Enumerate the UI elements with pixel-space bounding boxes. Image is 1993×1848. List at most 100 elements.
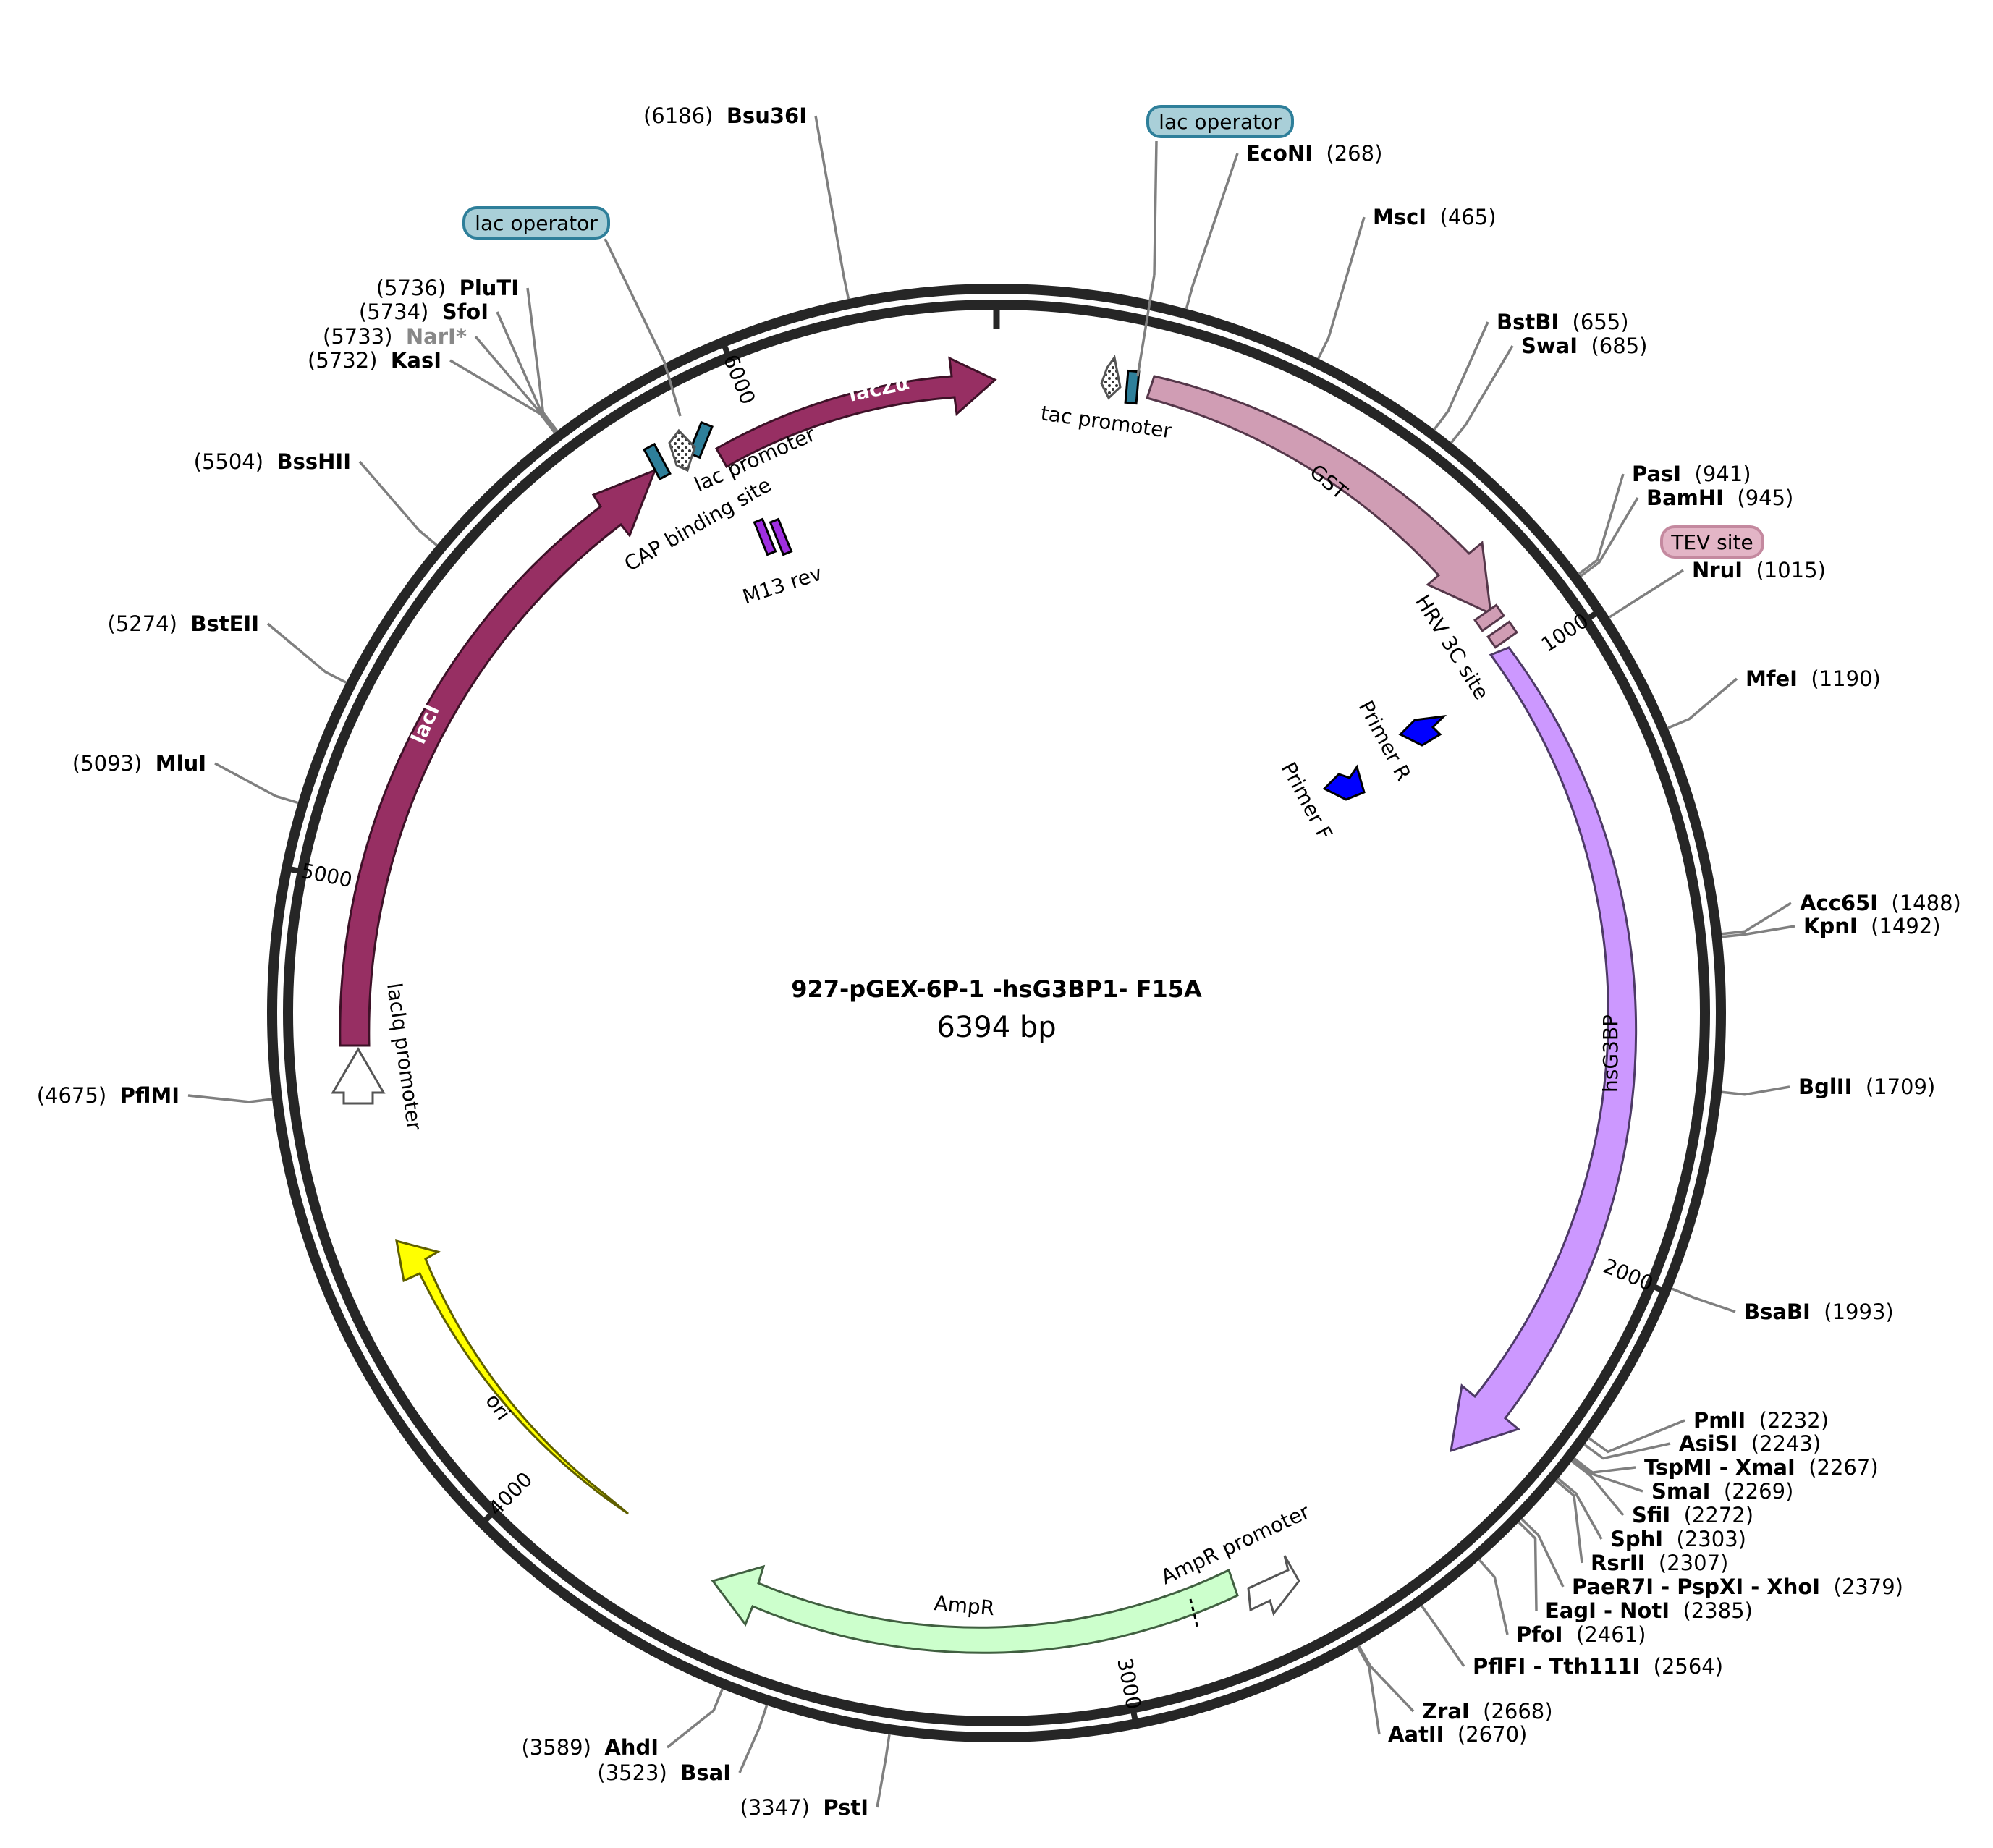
site-line-sphi xyxy=(1557,1478,1603,1540)
site-label-nari[interactable]: (5733) NarI* xyxy=(323,324,467,349)
tick-label: 5000 xyxy=(299,859,354,893)
site-label-econi[interactable]: EcoNI (268) xyxy=(1246,141,1382,166)
tick-label: 6000 xyxy=(719,351,760,407)
site-label-bsabi[interactable]: BsaBI (1993) xyxy=(1744,1300,1894,1324)
site-label-pmli[interactable]: PmlI (2232) xyxy=(1693,1408,1829,1433)
hsg3bp-arrow[interactable] xyxy=(1450,646,1638,1453)
site-name: Bsu36I xyxy=(727,103,807,128)
backbone xyxy=(267,284,1726,1742)
lac-operator-2-leader xyxy=(1153,140,1158,276)
site-line-nrui xyxy=(1608,569,1684,619)
site-label-psti[interactable]: (3347) PstI xyxy=(740,1795,868,1820)
site-label-tspmi[interactable]: TspMI - XmaI (2267) xyxy=(1644,1455,1879,1480)
laci-arrow[interactable] xyxy=(339,468,657,1047)
site-label-asisi[interactable]: AsiSI (2243) xyxy=(1679,1431,1821,1456)
site-line-bglii xyxy=(1721,1085,1790,1096)
site-name: ZraI xyxy=(1422,1699,1470,1724)
site-label-ahdi[interactable]: (3589) AhdI xyxy=(521,1735,659,1760)
site-position: (1709) xyxy=(1852,1075,1935,1099)
site-label-aatii[interactable]: AatII (2670) xyxy=(1388,1722,1527,1747)
site-label-swai[interactable]: SwaI (685) xyxy=(1521,334,1647,358)
site-label-sfoi[interactable]: (5734) SfoI xyxy=(359,300,488,324)
site-label-zrai[interactable]: ZraI (2668) xyxy=(1422,1699,1553,1724)
tick-3000 xyxy=(1129,1703,1140,1729)
site-label-pluti[interactable]: (5736) PluTI xyxy=(376,276,519,300)
site-name: SwaI xyxy=(1521,334,1578,358)
site-position: (2379) xyxy=(1820,1574,1903,1599)
site-name: PluTI xyxy=(460,276,519,300)
site-label-kasi[interactable]: (5732) KasI xyxy=(308,348,441,373)
site-name: AhdI xyxy=(604,1735,659,1760)
site-label-bsu36i[interactable]: (6186) Bsu36I xyxy=(643,103,807,128)
site-line-acc65i xyxy=(1721,902,1792,936)
ori-arrow[interactable] xyxy=(395,1239,629,1515)
site-position: (1993) xyxy=(1811,1300,1894,1324)
hrv-3c-site[interactable] xyxy=(1473,603,1518,649)
site-label-bsshii[interactable]: (5504) BssHII xyxy=(194,449,351,474)
site-label-pfoi[interactable]: PfoI (2461) xyxy=(1516,1622,1646,1647)
site-label-smai[interactable]: SmaI (2269) xyxy=(1651,1479,1793,1504)
site-position: (945) xyxy=(1724,486,1793,510)
tac-promoter-arrow[interactable] xyxy=(1100,355,1122,400)
site-label-mfei[interactable]: MfeI (1190) xyxy=(1746,666,1881,691)
laciq-promoter-arrow[interactable] xyxy=(331,1047,386,1105)
site-label-acc65i[interactable]: Acc65I (1488) xyxy=(1800,891,1961,915)
lac-operator-tag-left: lac operator xyxy=(462,206,610,240)
site-label-paer7i[interactable]: PaeR7I - PspXI - XhoI (2379) xyxy=(1572,1574,1903,1599)
site-name: AsiSI xyxy=(1679,1431,1738,1456)
site-label-sphi[interactable]: SphI (2303) xyxy=(1610,1527,1746,1551)
ampr-promoter-arrow[interactable] xyxy=(1247,1555,1300,1616)
m13-rev-primer[interactable] xyxy=(753,517,793,556)
svg-text:TEV site: TEV site xyxy=(1670,530,1753,554)
site-label-pasi[interactable]: PasI (941) xyxy=(1632,462,1751,486)
site-position: (1488) xyxy=(1878,891,1961,915)
tick-label: 1000 xyxy=(1537,609,1594,657)
site-position: (2303) xyxy=(1663,1527,1746,1551)
site-label-bamhi[interactable]: BamHI (945) xyxy=(1646,486,1793,510)
lac-promoter-arrow[interactable] xyxy=(668,428,696,472)
site-position: (2461) xyxy=(1563,1622,1646,1647)
site-position: (5733) xyxy=(323,324,406,349)
site-name: PmlI xyxy=(1693,1408,1746,1433)
tick-label: 4000 xyxy=(483,1467,537,1521)
restriction-sites: (6186) Bsu36I EcoNI (268) MscI (465) BstBI … xyxy=(37,103,1961,1820)
site-position: (3589) xyxy=(521,1735,604,1760)
site-label-bsteii[interactable]: (5274) BstEII xyxy=(108,611,260,636)
site-label-msci[interactable]: MscI (465) xyxy=(1373,205,1497,229)
site-label-eagi[interactable]: EagI - NotI (2385) xyxy=(1545,1598,1753,1623)
site-label-nrui[interactable]: NruI (1015) xyxy=(1692,558,1826,582)
site-position: (5093) xyxy=(72,751,156,776)
site-label-pflfi[interactable]: PflFI - Tth111I (2564) xyxy=(1473,1654,1723,1679)
site-label-bsai[interactable]: (3523) BsaI xyxy=(597,1760,731,1785)
site-name: PaeR7I - PspXI - XhoI xyxy=(1572,1574,1820,1599)
lac-operator-1-leader-b xyxy=(663,361,682,417)
svg-text:lac operator: lac operator xyxy=(475,211,598,235)
site-name: KasI xyxy=(391,348,441,373)
site-line-pflmi xyxy=(187,1094,273,1103)
tick-2000 xyxy=(1644,1280,1672,1297)
site-name: NruI xyxy=(1692,558,1743,582)
site-label-mlui[interactable]: (5093) MluI xyxy=(72,751,206,776)
lacza-arrow[interactable] xyxy=(714,356,997,469)
primer-r-arrow[interactable] xyxy=(1398,714,1447,747)
site-label-rsrii[interactable]: RsrII (2307) xyxy=(1591,1551,1728,1575)
site-name: RsrII xyxy=(1591,1551,1645,1575)
site-position: (2670) xyxy=(1444,1722,1527,1747)
site-label-bglii[interactable]: BglII (1709) xyxy=(1798,1075,1935,1099)
site-label-pflmi[interactable]: (4675) PflMI xyxy=(37,1083,179,1108)
site-position: (5274) xyxy=(108,611,191,636)
primer-f-arrow[interactable] xyxy=(1322,764,1366,801)
site-line-sfii xyxy=(1571,1460,1625,1517)
site-name: SmaI xyxy=(1651,1479,1710,1504)
site-name: SfoI xyxy=(442,300,488,324)
gst-arrow[interactable] xyxy=(1146,375,1492,616)
site-label-bstbi[interactable]: BstBI (655) xyxy=(1497,310,1629,334)
site-label-kpni[interactable]: KpnI (1492) xyxy=(1803,914,1941,938)
plasmid-length: 6394 bp xyxy=(936,1011,1056,1044)
plasmid-name: 927-pGEX-6P-1 -hsG3BP1- F15A xyxy=(791,975,1202,1003)
site-position: (2668) xyxy=(1470,1699,1553,1724)
ampr-arrow[interactable] xyxy=(711,1564,1239,1654)
site-position: (6186) xyxy=(643,103,727,128)
site-label-sfii[interactable]: SfiI (2272) xyxy=(1632,1503,1753,1527)
site-line-pmli xyxy=(1588,1419,1685,1454)
